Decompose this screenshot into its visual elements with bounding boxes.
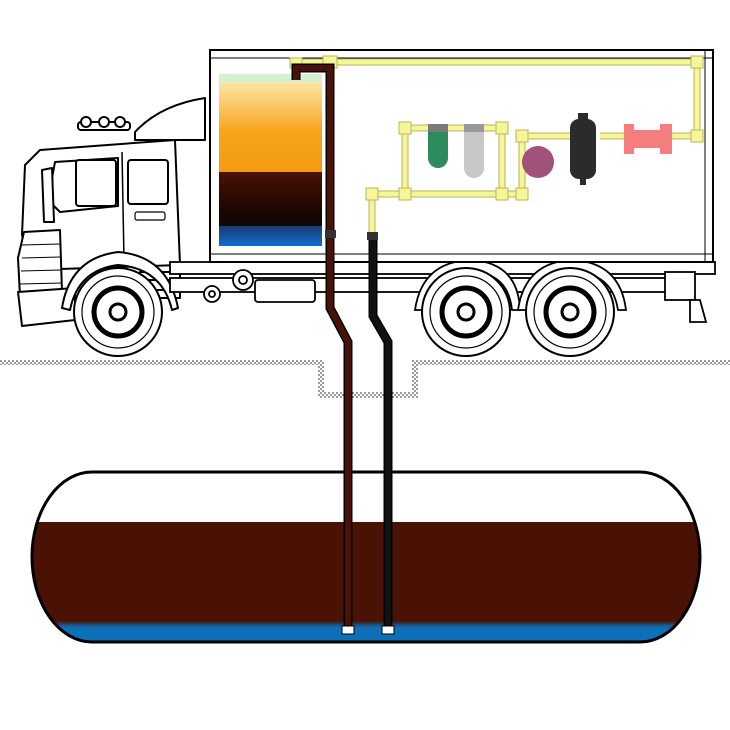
tank-water-layer bbox=[32, 624, 700, 642]
truck-cab bbox=[17, 97, 206, 327]
sample-tank-separated-layer bbox=[219, 82, 322, 172]
front-wheel bbox=[73, 267, 163, 357]
sample-tank-air-layer bbox=[219, 74, 322, 82]
underground-tank bbox=[30, 470, 702, 644]
pipe-connectors bbox=[325, 230, 378, 240]
filter-grey bbox=[464, 124, 484, 178]
pipe-tips bbox=[341, 625, 395, 635]
rear-wheel-2 bbox=[525, 267, 615, 357]
filter-green bbox=[428, 124, 448, 168]
ground-surface bbox=[0, 360, 730, 398]
return-pipe bbox=[368, 236, 393, 632]
tank-oil-layer bbox=[32, 522, 700, 642]
suction-pipe bbox=[291, 63, 353, 632]
truck-wheels bbox=[73, 267, 615, 357]
rear-wheel-1 bbox=[421, 267, 511, 357]
air-receiver bbox=[570, 113, 596, 185]
sample-tank-water-layer bbox=[219, 226, 322, 246]
sample-tank-oil-layer bbox=[219, 172, 322, 226]
pump bbox=[522, 146, 554, 178]
pipe-fittings bbox=[289, 55, 704, 201]
sample-tank bbox=[219, 74, 322, 246]
heater bbox=[624, 124, 672, 154]
